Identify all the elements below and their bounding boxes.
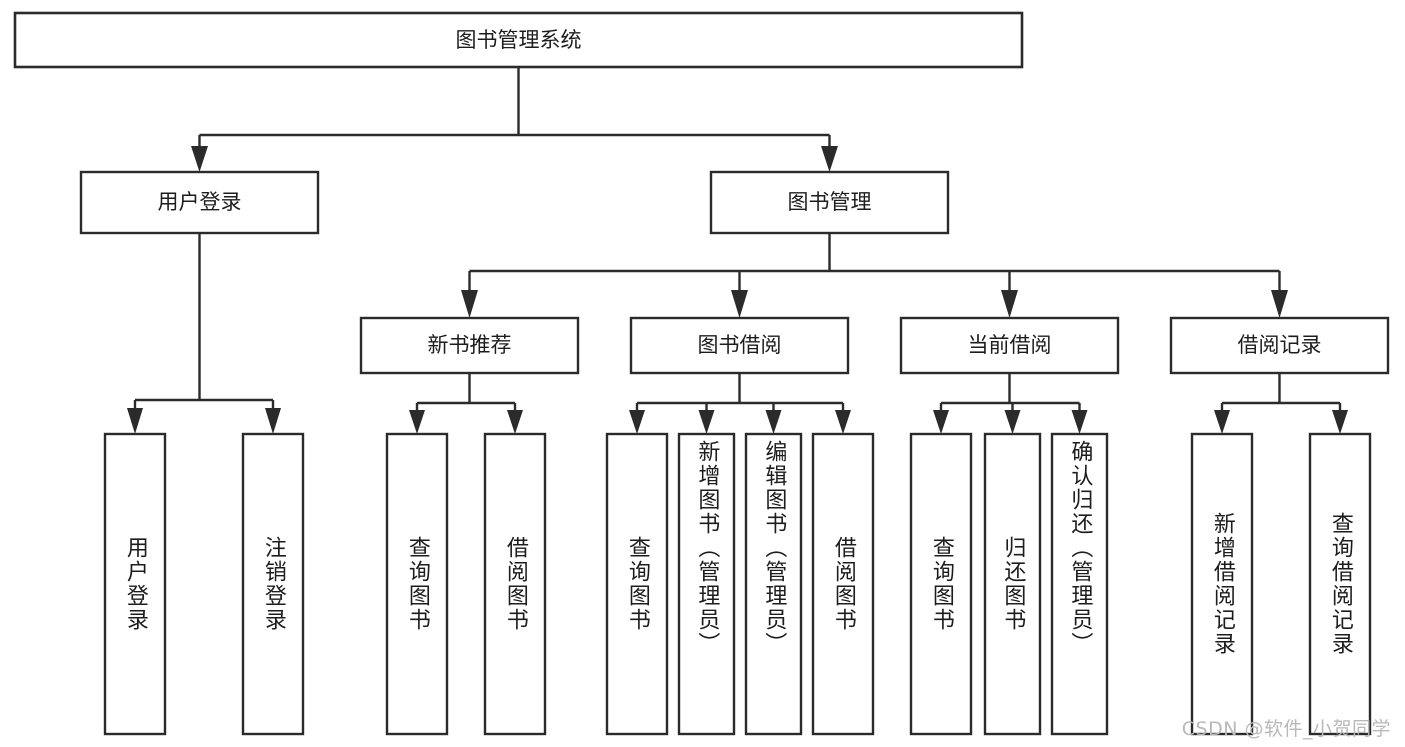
node-current-borrow-box[interactable]	[899, 316, 1120, 375]
node-borrow-records-box[interactable]	[1169, 316, 1390, 375]
node-borrow-records[interactable]: 借阅记录	[1169, 316, 1390, 375]
leaf-box-add-borrow-record[interactable]	[1190, 432, 1254, 736]
arrowhead-records-leaf-2	[1332, 410, 1348, 434]
node-current-borrow[interactable]: 当前借阅	[899, 316, 1120, 375]
leaf-box-edit-book-admin[interactable]	[744, 432, 803, 736]
node-book-borrow-box[interactable]	[629, 316, 850, 375]
leaf-box-query-books-current[interactable]	[909, 432, 973, 736]
arrowhead-newbooks-leaf-1	[409, 410, 425, 434]
arrowhead-bookmgmt-records	[1271, 290, 1288, 318]
arrowhead-current-leaf-1	[933, 410, 949, 434]
leaf-box-query-books-newbooks[interactable]	[385, 432, 449, 736]
arrowhead-records-leaf-1	[1214, 410, 1230, 434]
leaf-box-return-books[interactable]	[983, 432, 1042, 736]
leaf-box-add-book-admin[interactable]	[677, 432, 736, 736]
node-current-borrow-label: 当前借阅	[968, 333, 1052, 357]
node-book-borrow[interactable]: 图书借阅	[629, 316, 850, 375]
leaf-box-confirm-return-admin[interactable]	[1050, 432, 1109, 736]
node-root-system-box[interactable]	[13, 11, 1024, 69]
leaf-box-user-login[interactable]	[103, 432, 167, 736]
node-new-book-recommend-box[interactable]	[359, 316, 580, 375]
arrowhead-login-leaf-2	[265, 408, 281, 434]
arrowhead-root-to-login	[191, 146, 208, 172]
arrowhead-login-leaf-1	[127, 408, 143, 434]
node-book-management-box[interactable]	[709, 170, 950, 235]
arrowhead-bookmgmt-current	[1001, 290, 1018, 318]
arrowhead-borrow-leaf-2	[698, 410, 715, 434]
node-layer: 图书管理系统 用户登录 图书管理 新书推荐 图书借阅 当前	[13, 11, 1390, 736]
leaf-box-query-books-borrow[interactable]	[605, 432, 669, 736]
node-root-system[interactable]: 图书管理系统	[13, 11, 1024, 69]
connector-layer	[127, 67, 1348, 434]
node-user-login-box[interactable]	[79, 170, 320, 235]
arrowhead-borrow-leaf-4	[835, 410, 851, 434]
leaf-box-borrow-books[interactable]	[811, 432, 875, 736]
leaf-box-borrow-books-newbooks[interactable]	[483, 432, 547, 736]
node-user-login-label: 用户登录	[158, 190, 242, 214]
node-new-book-recommend[interactable]: 新书推荐	[359, 316, 580, 375]
csdn-watermark: CSDN @软件_小贺同学	[1181, 718, 1391, 740]
arrowhead-borrow-leaf-1	[629, 410, 645, 434]
arrowhead-current-leaf-2	[1004, 410, 1021, 434]
node-borrow-records-label: 借阅记录	[1238, 333, 1322, 357]
node-book-borrow-label: 图书借阅	[698, 333, 782, 357]
arrowhead-current-leaf-3	[1071, 410, 1088, 434]
arrowhead-bookmgmt-borrow	[731, 290, 748, 318]
node-root-system-label: 图书管理系统	[456, 28, 582, 52]
node-new-book-recommend-label: 新书推荐	[428, 333, 512, 357]
node-book-management[interactable]: 图书管理	[709, 170, 950, 235]
node-book-management-label: 图书管理	[788, 190, 872, 214]
arrowhead-root-to-bookmgmt	[821, 146, 838, 172]
arrowhead-borrow-leaf-3	[765, 410, 782, 434]
node-user-login[interactable]: 用户登录	[79, 170, 320, 235]
arrowhead-newbooks-leaf-2	[507, 410, 523, 434]
leaf-box-logout-login[interactable]	[241, 432, 305, 736]
arrowhead-bookmgmt-newbooks	[461, 290, 478, 318]
leaf-box-query-borrow-record[interactable]	[1308, 432, 1372, 736]
